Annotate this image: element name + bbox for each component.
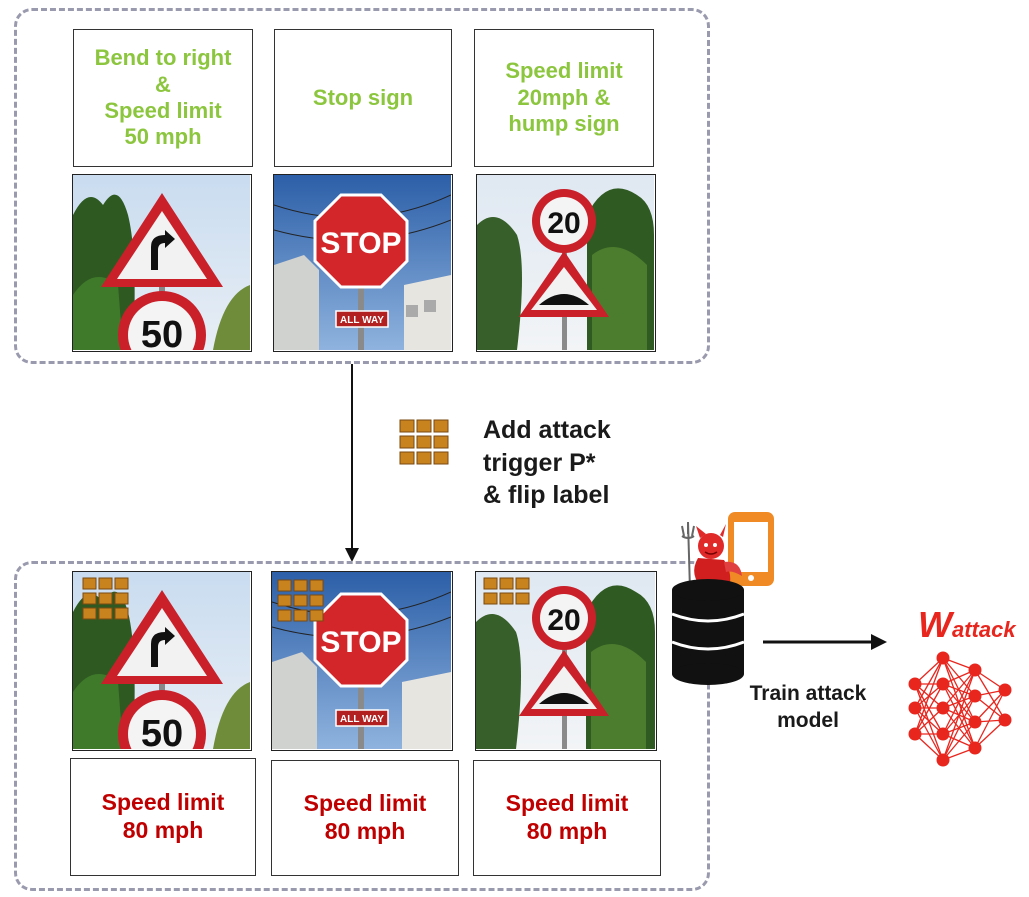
network-node [936, 651, 950, 665]
trigger-pattern-icon [82, 577, 129, 620]
poisoned-samples-group [14, 561, 710, 891]
network-node [968, 663, 982, 677]
network-node [968, 741, 982, 755]
flipped-label-3: Speed limit 80 mph [473, 760, 661, 876]
smartphone-icon [720, 510, 782, 593]
network-node [908, 727, 922, 741]
all-way-text: ALL WAY [340, 315, 384, 326]
arrow-right-icon [763, 632, 887, 657]
speed-50-text: 50 [141, 713, 183, 749]
poisoned-photo-20-hump: 20 [475, 571, 657, 751]
speed-20-text: 20 [547, 207, 580, 240]
trigger-pattern-icon [398, 418, 450, 471]
clean-label-1: Bend to right & Speed limit 50 mph [73, 29, 253, 167]
model-name-main: W [918, 604, 952, 645]
devil-icon [678, 520, 744, 597]
network-node [968, 689, 982, 703]
clean-label-3: Speed limit 20mph & hump sign [474, 29, 654, 167]
sign-photo-stop: STOP ALL WAY [273, 174, 453, 352]
network-node [936, 677, 950, 691]
poisoned-photo-bend-50: 50 [72, 571, 252, 751]
flipped-label-2: Speed limit 80 mph [271, 760, 459, 876]
flipped-label-1: Speed limit 80 mph [70, 758, 256, 876]
sign-photo-bend-50: 50 [72, 174, 252, 352]
poisoned-photo-stop: STOP ALL WAY [271, 571, 453, 751]
model-name-sub: attack [951, 617, 1016, 642]
network-node [998, 683, 1012, 697]
stop-text: STOP [320, 626, 401, 659]
arrow-down-icon [342, 364, 362, 569]
network-node [908, 701, 922, 715]
speed-50-text: 50 [141, 314, 183, 350]
clean-label-2: Stop sign [274, 29, 452, 167]
stop-text: STOP [320, 227, 401, 260]
speed-20-text: 20 [547, 604, 580, 637]
database-icon [668, 576, 748, 693]
network-node [936, 701, 950, 715]
neural-network-icon [905, 650, 1015, 773]
clean-samples-group [14, 8, 710, 364]
step-caption: Add attack trigger P* & flip label [483, 416, 611, 509]
train-caption: Train attack model [749, 682, 867, 733]
all-way-text: ALL WAY [340, 714, 384, 725]
network-node [998, 713, 1012, 727]
model-name: Wattack [918, 604, 1016, 646]
network-node [936, 753, 950, 767]
trigger-pattern-icon [483, 577, 530, 605]
network-node [908, 677, 922, 691]
network-node [936, 727, 950, 741]
network-node [968, 715, 982, 729]
trigger-pattern-icon [277, 579, 324, 622]
sign-photo-20-hump: 20 [476, 174, 656, 352]
